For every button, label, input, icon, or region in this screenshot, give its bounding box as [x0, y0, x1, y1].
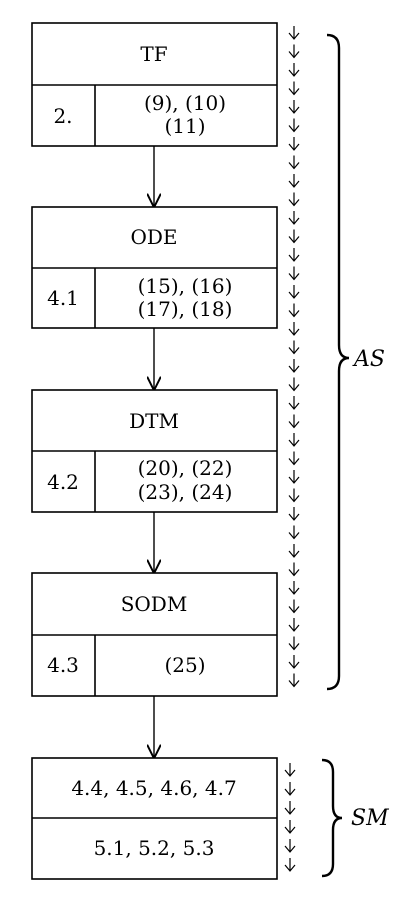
dashed-down-arrow-icon — [284, 858, 296, 872]
block-sections: 4.4, 4.5, 4.6, 4.7 5.1, 5.2, 5.3 — [31, 757, 278, 880]
dashed-down-arrow-icon — [288, 118, 300, 133]
brace-upper-icon — [326, 33, 350, 691]
block-sodm: SODM 4.3 (25) — [31, 572, 278, 697]
dashed-down-arrow-icon — [284, 839, 296, 853]
equation-refs-line1: (20), (22) — [138, 456, 233, 480]
dashed-down-arrow-icon — [288, 26, 300, 40]
dashed-down-arrow-icon — [288, 211, 300, 225]
block-tf: TF 2. (9), (10) (11) — [31, 22, 278, 147]
dashed-down-arrow-icon — [288, 100, 300, 114]
brace-label-as: AS — [352, 347, 385, 372]
dashed-down-arrow-icon — [288, 174, 300, 188]
dashed-down-arrow-icon — [288, 396, 300, 410]
dashed-down-arrow-icon — [288, 636, 300, 651]
dashed-down-arrow-icon — [288, 581, 300, 595]
dashed-down-arrow-icon — [288, 340, 300, 355]
dashed-down-arrow-icon — [288, 266, 300, 281]
block-title: TF — [140, 42, 167, 66]
section-number: 4.3 — [47, 653, 79, 677]
equation-refs-line2: (17), (18) — [138, 297, 233, 321]
dashed-down-arrow-icon — [288, 655, 300, 669]
equation-refs-line2: (11) — [164, 114, 205, 138]
dashed-down-arrow-icon — [288, 359, 300, 373]
brace-lower-icon — [321, 758, 343, 878]
dashed-down-arrow-icon — [288, 192, 300, 207]
dashed-down-arrow-icon — [284, 801, 296, 815]
dashed-down-arrow-icon — [288, 81, 300, 96]
dashed-down-arrow-icon — [288, 544, 300, 558]
equation-refs-line1: (25) — [164, 653, 205, 677]
section-number: 4.2 — [47, 470, 79, 494]
dashed-down-arrow-icon — [288, 229, 300, 244]
sections-row-2: 5.1, 5.2, 5.3 — [94, 836, 215, 860]
dashed-down-arrow-icon — [288, 377, 300, 392]
dashed-down-arrow-icon — [288, 303, 300, 318]
dashed-down-arrow-icon — [288, 155, 300, 170]
dashed-arrow-column-upper — [288, 26, 300, 688]
dashed-down-arrow-icon — [288, 488, 300, 503]
dashed-down-arrow-icon — [288, 470, 300, 484]
sections-row-1: 4.4, 4.5, 4.6, 4.7 — [71, 776, 236, 800]
dashed-down-arrow-icon — [288, 248, 300, 262]
dashed-down-arrow-icon — [288, 673, 300, 688]
equation-refs-line2: (23), (24) — [138, 480, 233, 504]
dashed-down-arrow-icon — [288, 433, 300, 447]
block-title: ODE — [130, 225, 177, 249]
dashed-down-arrow-icon — [288, 44, 300, 59]
dashed-down-arrow-icon — [288, 618, 300, 632]
block-dtm: DTM 4.2 (20), (22) (23), (24) — [31, 389, 278, 513]
section-number: 4.1 — [47, 286, 79, 310]
dashed-down-arrow-icon — [288, 63, 300, 77]
dashed-down-arrow-icon — [284, 782, 296, 796]
section-number: 2. — [53, 104, 72, 128]
dashed-down-arrow-icon — [284, 763, 296, 777]
block-ode: ODE 4.1 (15), (16) (17), (18) — [31, 206, 278, 329]
dashed-down-arrow-icon — [288, 507, 300, 521]
dashed-down-arrow-icon — [288, 525, 300, 540]
dashed-down-arrow-icon — [288, 322, 300, 336]
dashed-down-arrow-icon — [288, 562, 300, 577]
dashed-down-arrow-icon — [284, 820, 296, 834]
dashed-down-arrow-icon — [288, 137, 300, 151]
dashed-down-arrow-icon — [288, 285, 300, 299]
dashed-down-arrow-icon — [288, 451, 300, 466]
equation-refs-line1: (9), (10) — [144, 91, 226, 115]
dashed-down-arrow-icon — [288, 414, 300, 429]
block-title: DTM — [129, 409, 179, 433]
brace-label-sm: SM — [351, 806, 389, 831]
dashed-arrow-column-lower — [284, 763, 296, 872]
dashed-down-arrow-icon — [288, 599, 300, 614]
equation-refs-line1: (15), (16) — [138, 274, 233, 298]
block-title: SODM — [121, 592, 188, 616]
